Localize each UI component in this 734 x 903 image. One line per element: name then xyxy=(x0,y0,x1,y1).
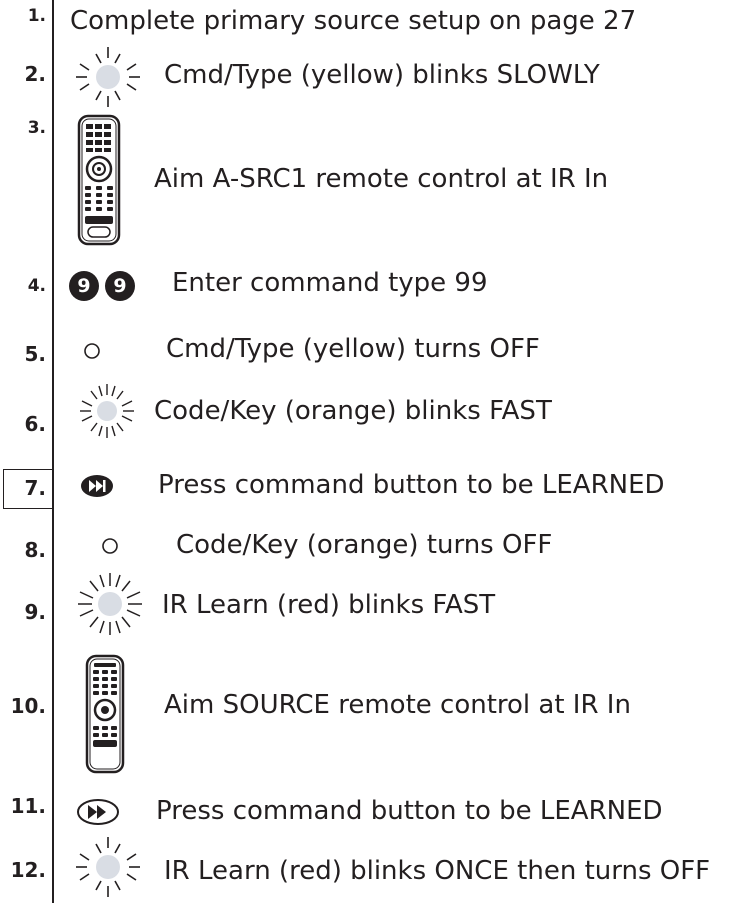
step-text: IR Learn (red) blinks FAST xyxy=(162,590,496,620)
step-number: 3. xyxy=(27,118,46,138)
step-number: 9. xyxy=(24,600,46,624)
step-number: 8. xyxy=(24,538,46,562)
remote-control-icon xyxy=(76,114,122,250)
step-number: 11. xyxy=(10,794,46,818)
remote-control-icon xyxy=(84,654,126,776)
step-text: Code/Key (orange) turns OFF xyxy=(176,530,553,560)
digit-nine-label: 9 xyxy=(77,275,91,297)
step-text: Aim SOURCE remote control at IR In xyxy=(164,690,631,720)
step-text: Press command button to be LEARNED xyxy=(156,796,663,826)
step-text: Cmd/Type (yellow) turns OFF xyxy=(166,334,540,364)
led-off-icon xyxy=(82,341,102,361)
step-number: 6. xyxy=(24,412,46,436)
led-blinking-slow-icon xyxy=(72,834,144,900)
step-number: 5. xyxy=(24,342,46,366)
step-text: Complete primary source setup on page 27 xyxy=(70,6,637,36)
step-number: 1. xyxy=(27,6,46,26)
digit-nine-buttons-icon: 9 9 xyxy=(66,268,146,304)
led-blinking-fast-icon xyxy=(74,380,140,442)
step-text: Press command button to be LEARNED xyxy=(158,470,665,500)
highlight-box xyxy=(3,469,52,509)
step-number: 4. xyxy=(27,276,46,296)
step-text: Code/Key (orange) blinks FAST xyxy=(154,396,552,426)
led-blinking-slow-icon xyxy=(72,44,144,110)
fast-forward-button-icon xyxy=(76,798,120,826)
step-number: 7. xyxy=(24,476,46,500)
step-text: IR Learn (red) blinks ONCE then turns OF… xyxy=(164,856,711,886)
step-text: Cmd/Type (yellow) blinks SLOWLY xyxy=(164,60,600,90)
step-text: Aim A-SRC1 remote control at IR In xyxy=(154,164,609,194)
skip-forward-button-icon xyxy=(80,474,114,498)
step-number: 12. xyxy=(10,858,46,882)
step-number: 2. xyxy=(24,62,46,86)
led-off-icon xyxy=(100,536,120,556)
step-text: Enter command type 99 xyxy=(172,268,488,298)
led-blinking-fast-icon xyxy=(72,570,148,638)
digit-nine-label: 9 xyxy=(113,275,127,297)
step-number: 10. xyxy=(10,694,46,718)
vertical-divider-line xyxy=(52,0,54,903)
